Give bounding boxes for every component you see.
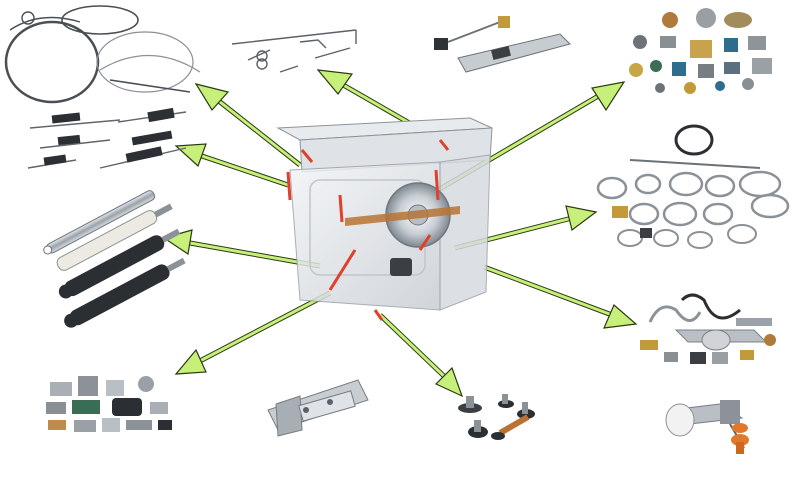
arrow-to-wire-springs xyxy=(194,83,302,167)
bent-bracket-icon xyxy=(640,293,776,364)
arrow-to-tension-springs xyxy=(174,143,289,188)
wire-springs-icon xyxy=(4,5,201,104)
arrow-to-leveling-feet xyxy=(378,313,464,398)
shock-absorber-icon xyxy=(43,190,186,328)
clip-fasteners-icon xyxy=(629,8,772,94)
stamped-parts-icon xyxy=(46,376,172,432)
hose-clamps-icon xyxy=(596,124,790,249)
roller-icon xyxy=(665,400,749,454)
door-hinge-icon xyxy=(434,16,571,73)
rod-springs-icon xyxy=(231,29,357,73)
washing-machine-icon xyxy=(276,117,493,321)
hinge-plate-icon xyxy=(267,379,369,437)
arrow-to-brackets xyxy=(483,264,638,329)
tension-springs-icon xyxy=(27,107,187,169)
arrow-to-small-parts xyxy=(174,290,332,375)
leveling-feet-icon xyxy=(458,394,535,440)
highlighted-parts xyxy=(286,139,450,321)
